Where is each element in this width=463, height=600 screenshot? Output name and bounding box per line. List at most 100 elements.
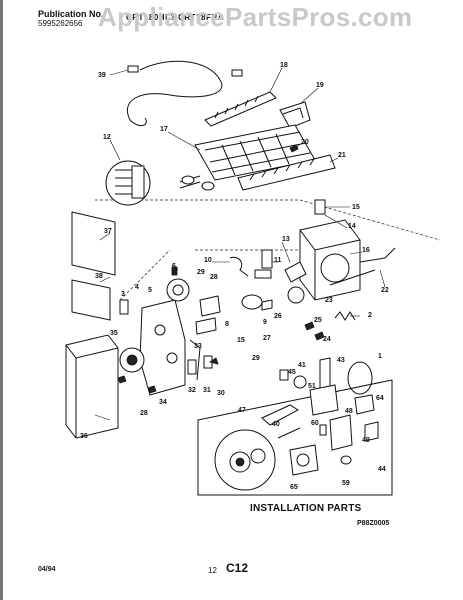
switch [261, 249, 273, 269]
page-edge [0, 0, 3, 600]
callout-label: 33 [194, 343, 202, 350]
callout-label: 34 [159, 399, 167, 406]
callout-label: 16 [362, 247, 370, 254]
callout-label: 1 [378, 353, 382, 360]
fitting [319, 424, 327, 436]
water-valve [214, 429, 276, 491]
footer-section: C12 [226, 561, 249, 575]
callout-label: 12 [103, 134, 111, 141]
callout-label: 11 [274, 257, 282, 264]
drive-gear [119, 347, 145, 373]
wire-lead [189, 339, 201, 381]
cam [284, 261, 307, 283]
section-label: INSTALLATION PARTS [250, 503, 362, 514]
mold-heater [204, 91, 277, 127]
front-cover [65, 334, 119, 439]
callout-label: 41 [298, 362, 306, 369]
coupler [261, 299, 273, 311]
callout-label: 26 [274, 313, 282, 320]
callout-label: 40 [272, 421, 280, 428]
terminal [187, 359, 197, 375]
screw [304, 321, 315, 331]
nut [293, 375, 307, 389]
lever [229, 256, 249, 277]
callout-label: 44 [378, 466, 386, 473]
callout-label: 13 [282, 236, 290, 243]
callout-label: 32 [188, 387, 196, 394]
solenoid-valve [289, 444, 319, 476]
fitting [279, 369, 289, 381]
footer-date: 04/94 [38, 566, 56, 573]
valve-body [309, 384, 339, 416]
callout-label: 51 [308, 383, 316, 390]
callout-label: 39 [98, 72, 106, 79]
callout-label: 48 [345, 408, 353, 415]
switch-plate [254, 269, 272, 279]
callout-label: 24 [323, 336, 331, 343]
callout-label: 49 [362, 437, 370, 444]
screw [117, 375, 127, 384]
footer-page-number: 12 [208, 566, 217, 575]
screw [209, 357, 219, 365]
callout-label: 18 [280, 62, 288, 69]
callout-label: 3 [121, 291, 125, 298]
callout-label: 15 [237, 337, 245, 344]
callout-label: 17 [160, 126, 168, 133]
construction-line [119, 249, 171, 301]
construction-line [95, 199, 441, 241]
model-text: CRT180HL3 CRT18FRA [126, 13, 224, 22]
switch-body [199, 295, 221, 317]
callout-label: 28 [210, 274, 218, 281]
wire-harness [127, 60, 243, 127]
bracket [279, 101, 311, 129]
callout-label: 23 [325, 297, 333, 304]
callout-label: 27 [263, 335, 271, 342]
publication-number: 5995262656 [38, 19, 83, 28]
callout-label: 25 [314, 317, 322, 324]
clamp [354, 394, 375, 415]
fill-trough [237, 154, 336, 191]
callout-label: 45 [288, 369, 296, 376]
callout-label: 20 [301, 139, 309, 146]
callout-label: 19 [316, 82, 324, 89]
callout-label: 9 [263, 319, 267, 326]
cover-plate [71, 211, 116, 276]
switch-actuator [195, 317, 217, 335]
drawing-code: P88Z0005 [357, 520, 390, 527]
callout-label: 37 [104, 228, 112, 235]
callout-label: 59 [342, 480, 350, 487]
tube [277, 427, 301, 439]
clip [314, 199, 326, 215]
callout-label: 29 [252, 355, 260, 362]
clip [364, 421, 379, 442]
callout-label: 15 [352, 204, 360, 211]
callout-label: 43 [337, 357, 345, 364]
callout-label: 6 [172, 263, 176, 270]
screw [171, 266, 178, 276]
callout-label: 8 [225, 321, 229, 328]
callout-label: 28 [140, 410, 148, 417]
callout-label: 60 [311, 420, 319, 427]
washer [340, 455, 352, 465]
screw [289, 144, 299, 153]
callout-label: 10 [204, 257, 212, 264]
gear [287, 286, 305, 304]
spring [334, 311, 356, 321]
callout-label: 22 [381, 287, 389, 294]
callout-label: 35 [110, 330, 118, 337]
callout-label: 64 [376, 395, 384, 402]
callout-label: 21 [338, 152, 346, 159]
publication-label: Publication No. [38, 9, 104, 19]
ice-mold [179, 124, 316, 191]
callout-label: 14 [348, 223, 356, 230]
insulation [71, 279, 111, 321]
callout-label: 31 [203, 387, 211, 394]
callout-label: 38 [95, 273, 103, 280]
callout-label: 2 [368, 312, 372, 319]
callout-label: 36 [80, 433, 88, 440]
callout-label: 4 [135, 284, 139, 291]
fill-tube [261, 404, 299, 426]
